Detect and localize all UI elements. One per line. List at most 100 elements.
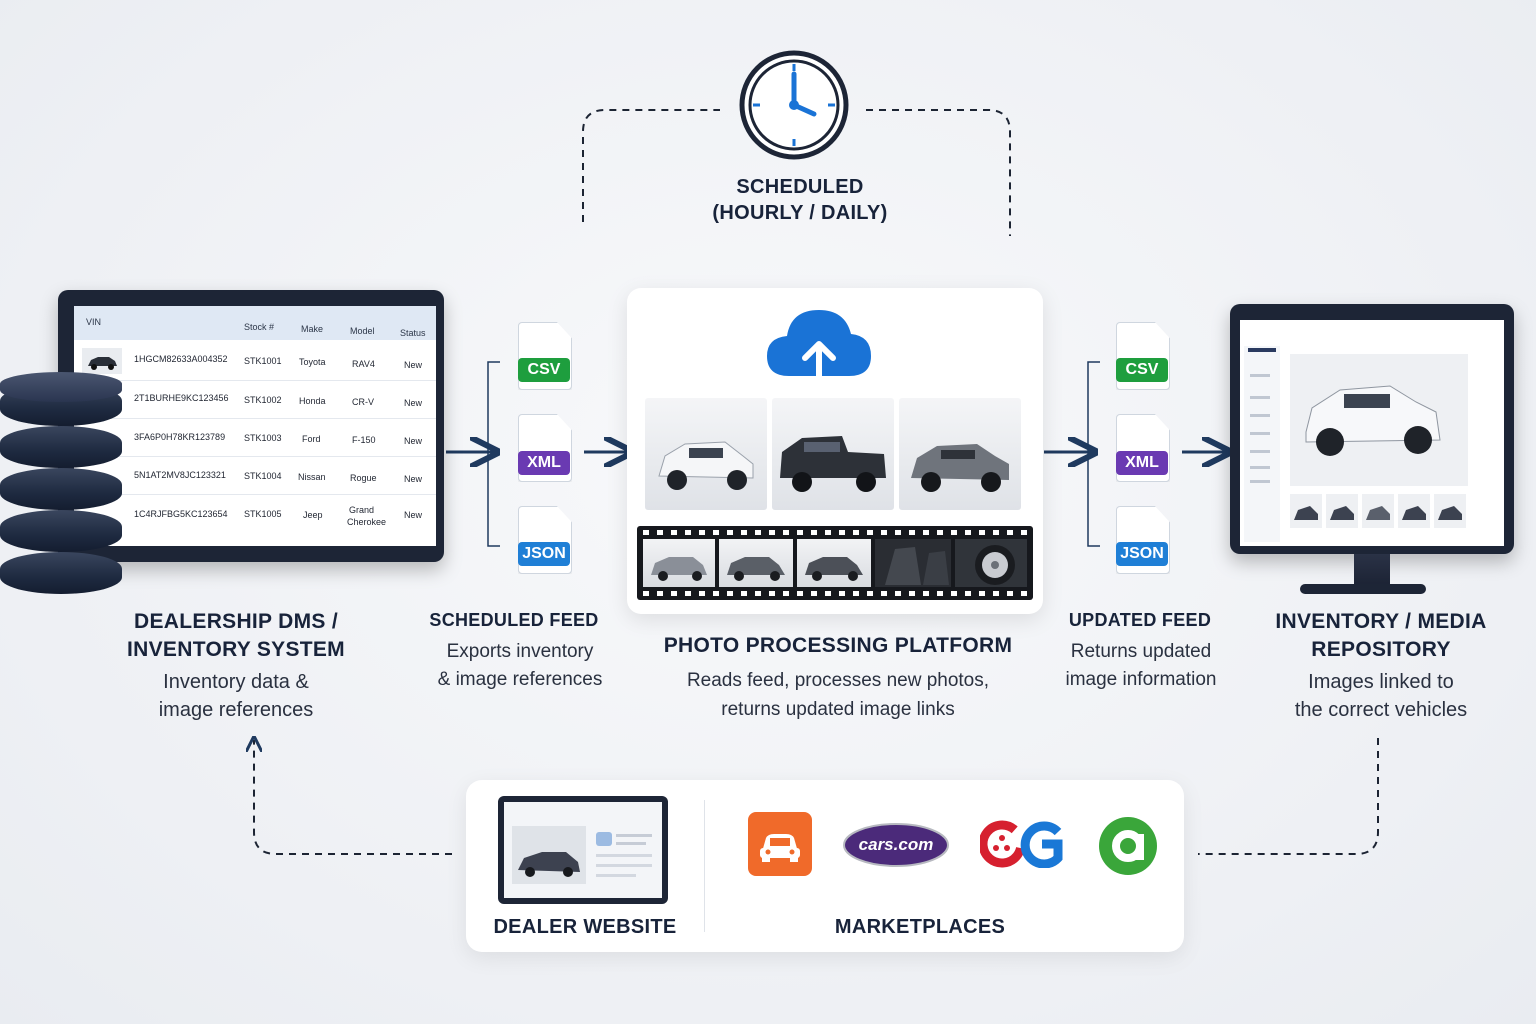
dealer-website-label: DEALER WEBSITE <box>493 916 677 938</box>
schedule-label-line1: SCHEDULED <box>736 176 864 198</box>
updated-feed-files: CSV XML JSON <box>1116 322 1172 584</box>
loop-left <box>254 740 452 855</box>
vin-cell: 1HGCM82633A004352 <box>134 354 228 364</box>
table-row: 3FA6P0H78KR123789 STK1003 Ford F-150 New <box>74 418 436 457</box>
film-frame <box>875 539 951 587</box>
dms-desc-line1: Inventory data & <box>163 671 309 693</box>
scheduled-feed-description: Exports inventory & image references <box>414 638 626 694</box>
csv-badge: CSV <box>518 358 570 382</box>
film-frame <box>643 539 715 587</box>
stock-cell: STK1004 <box>244 471 282 481</box>
status-cell: New <box>404 436 423 446</box>
status-cell: New <box>404 474 423 484</box>
stock-cell: STK1001 <box>244 356 282 366</box>
col-make: Make <box>301 324 324 334</box>
scheduled-feed-files: CSV XML JSON <box>518 322 574 584</box>
marketplaces-label: MARKETPLACES <box>834 916 1006 938</box>
dms-description: Inventory data & image references <box>100 668 372 724</box>
panel-divider <box>704 800 705 932</box>
schedule-label: SCHEDULED (HOURLY / DAILY) <box>650 174 950 226</box>
schedule-bracket-left <box>582 109 720 222</box>
status-cell: New <box>404 510 423 520</box>
feed-bracket-left <box>487 361 500 547</box>
status-cell: New <box>404 398 423 408</box>
dms-title-line1: DEALERSHIP DMS / <box>134 610 338 633</box>
model-cell: F-150 <box>352 435 376 445</box>
filmstrip <box>637 526 1033 600</box>
vehicle-photo <box>772 398 894 510</box>
table-row: 5N1AT2MV8JC123321 STK1004 Nissan Rogue N… <box>74 456 436 495</box>
repository-description: Images linked to the correct vehicles <box>1250 668 1512 724</box>
dms-table-header: VIN Stock # Make Model Status <box>74 306 436 340</box>
vin-cell: 2T1BURHE9KC123456 <box>134 393 229 403</box>
clock-icon <box>739 50 849 160</box>
stock-cell: STK1005 <box>244 509 282 519</box>
car-thumbnail-icon <box>82 348 122 374</box>
model-cell: Cherokee <box>347 517 387 527</box>
model-cell: Grand <box>349 505 375 515</box>
dealer-website-screen <box>504 802 662 898</box>
scheduled-feed-desc-line1: Exports inventory <box>446 641 594 662</box>
schedule-label-line2: (HOURLY / DAILY) <box>712 202 888 224</box>
json-badge: JSON <box>1116 542 1168 566</box>
repository-desc-line1: Images linked to <box>1308 671 1454 693</box>
carscom-logo: cars.com <box>842 822 950 868</box>
json-badge: JSON <box>518 542 570 566</box>
col-vin: VIN <box>86 317 102 327</box>
table-row: 1C4RJFBG5KC123654 STK1005 Jeep Grand Che… <box>74 494 436 532</box>
model-cell: Rogue <box>350 473 377 483</box>
repository-title-line2: REPOSITORY <box>1311 638 1451 661</box>
processing-title: PHOTO PROCESSING PLATFORM <box>663 634 1013 657</box>
stock-cell: STK1002 <box>244 395 282 405</box>
col-model: Model <box>350 326 375 336</box>
processing-desc-line1: Reads feed, processes new photos, <box>686 670 990 691</box>
loop-right <box>1198 738 1379 855</box>
autolist-logo <box>1098 816 1158 876</box>
repository-title: INVENTORY / MEDIA REPOSITORY <box>1250 608 1512 664</box>
make-cell: Jeep <box>303 510 323 520</box>
vehicle-photo <box>645 398 767 510</box>
vin-cell: 3FA6P0H78KR123789 <box>134 432 226 442</box>
vin-cell: 5N1AT2MV8JC123321 <box>134 470 226 480</box>
repository-desc-line2: the correct vehicles <box>1294 699 1468 721</box>
film-frame <box>955 539 1027 587</box>
csv-badge: CSV <box>1116 358 1168 382</box>
vehicle-photo <box>899 398 1021 510</box>
cloud-upload-icon <box>767 310 871 386</box>
status-cell: New <box>404 360 423 370</box>
processing-description: Reads feed, processes new photos, return… <box>628 666 1048 724</box>
repository-screen <box>1240 320 1504 546</box>
dms-title: DEALERSHIP DMS / INVENTORY SYSTEM <box>100 608 372 664</box>
cargurus-logo <box>978 820 1066 869</box>
xml-badge: XML <box>518 451 570 475</box>
schedule-bracket-right <box>866 109 1011 236</box>
processing-platform-card <box>627 288 1043 614</box>
film-frame <box>797 539 871 587</box>
film-frame <box>719 539 793 587</box>
updated-feed-description: Returns updated image information <box>1034 638 1248 694</box>
car-front-icon <box>748 812 812 876</box>
updated-feed-desc-line2: image information <box>1065 669 1217 690</box>
table-row: 2T1BURHE9KC123456 STK1002 Honda CR-V New <box>74 380 436 419</box>
updated-feed-title: UPDATED FEED <box>1068 610 1212 630</box>
col-stock: Stock # <box>244 322 275 332</box>
scheduled-feed-title: SCHEDULED FEED <box>429 610 599 630</box>
model-cell: RAV4 <box>352 359 375 369</box>
repository-app-mockup <box>1240 320 1504 546</box>
updated-bracket-left <box>1087 361 1100 547</box>
model-cell: CR-V <box>352 397 374 407</box>
repository-title-line1: INVENTORY / MEDIA <box>1275 610 1487 633</box>
monitor-base <box>1300 584 1426 594</box>
col-status: Status <box>400 328 426 338</box>
make-cell: Toyota <box>299 357 326 367</box>
dms-title-line2: INVENTORY SYSTEM <box>127 638 345 661</box>
xml-badge: XML <box>1116 451 1168 475</box>
scheduled-feed-desc-line2: & image references <box>437 669 603 690</box>
stock-cell: STK1003 <box>244 433 282 443</box>
vin-cell: 1C4RJFBG5KC123654 <box>134 509 228 519</box>
make-cell: Nissan <box>298 472 326 482</box>
make-cell: Honda <box>299 396 326 406</box>
carscom-logo-text: cars.com <box>858 835 934 854</box>
dms-screen: VIN Stock # Make Model Status 1HGCM82633… <box>74 306 436 546</box>
